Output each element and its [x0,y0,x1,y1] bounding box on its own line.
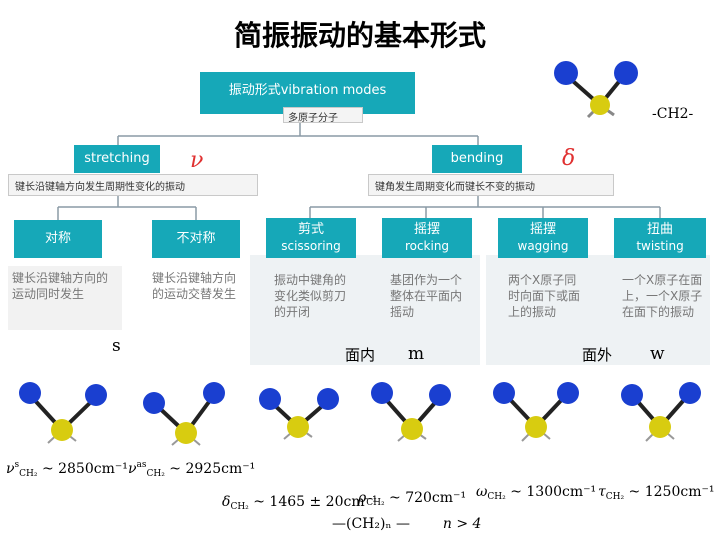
bending-note-text: 键角发生周期变化而键长不变的振动 [375,182,535,193]
formula-rho: ρCH₂ ~ 720cm⁻¹ [358,490,467,508]
wagging-desc: 两个X原子同时向面下或面上的振动 [508,273,581,319]
asym-desc: 键长沿键轴方向的运动交替发生 [152,271,237,301]
nu-symbol: ν [190,148,204,173]
formula-nu-s: νsCH₂ ~ 2850cm⁻¹ [6,460,128,479]
root-note-text: 多原子分子 [288,113,338,124]
wagging-cn: 摇摆 [529,222,556,237]
twisting-node: 扭曲 twisting [614,218,706,258]
formula-delta-value: ~ 1465 ± 20cm⁻¹ [253,494,378,510]
formula-chain: —(CH₂)ₙ — n > 4 [332,516,481,532]
formula-delta: δCH₂ ~ 1465 ± 20cm⁻¹ [222,494,378,512]
bending-note: 键角发生周期变化而键长不变的振动 [368,174,614,196]
formula-nu-as-value: ~ 2925cm⁻¹ [169,461,256,477]
molecule-rocking [371,382,451,442]
formula-tau: τCH₂ ~ 1250cm⁻¹ [598,484,715,502]
formula-rho-value: ~ 720cm⁻¹ [389,490,467,506]
stretching-note: 键长沿键轴方向发生周期性变化的振动 [8,174,258,196]
molecule-asym-stretch [143,382,225,446]
rocking-cn: 摇摆 [413,222,440,237]
ch2-label: -CH2- [652,106,694,122]
rocking-node: 摇摆 rocking [382,218,472,258]
root-label: 振动形式vibration modes [228,83,387,98]
label-out-plane: 面外 [582,346,613,364]
label-w: w [650,344,665,364]
out-plane-panel [486,255,710,365]
scissoring-node: 剪式 scissoring [266,218,356,258]
bending-node: bending [432,145,522,173]
twisting-en: twisting [636,239,684,253]
formula-omega-value: ~ 1300cm⁻¹ [510,484,597,500]
twisting-desc: 一个X原子在面上，一个X原子在面下的振动 [622,273,703,319]
asym-label: 不对称 [176,231,216,246]
page-title: 简振振动的基本形式 [233,19,486,52]
formula-chain-text: —(CH₂)ₙ — [332,516,410,532]
twisting-cn: 扭曲 [646,222,673,237]
formula-nu-as: νasCH₂ ~ 2925cm⁻¹ [128,460,256,479]
stretching-node: stretching [74,145,160,173]
in-plane-panel [250,255,480,365]
wagging-node: 摇摆 wagging [498,218,588,258]
molecule-sym-stretch [19,382,107,444]
sym-desc: 键长沿键轴方向的运动同时发生 [8,266,122,330]
root-note: 多原子分子 [283,107,363,124]
label-m: m [408,344,425,364]
label-in-plane: 面内 [345,346,376,364]
bending-label: bending [450,151,504,166]
formula-chain-cond: n > 4 [442,516,482,532]
molecule-scissoring [259,388,339,440]
ch2-molecule-top [554,61,638,119]
formula-nu-s-value: ~ 2850cm⁻¹ [41,461,128,477]
stretching-note-text: 键长沿键轴方向发生周期性变化的振动 [15,182,185,193]
formula-omega: ωCH₂ ~ 1300cm⁻¹ [476,484,597,502]
sym-label: 对称 [44,231,71,246]
delta-symbol: δ [562,146,576,171]
scissoring-desc: 振动中键角的变化类似剪刀的开闭 [274,273,347,319]
molecule-twisting [621,382,701,442]
label-s: s [112,336,121,356]
rocking-desc: 基团作为一个整体在平面内摇动 [390,273,463,319]
scissoring-en: scissoring [281,239,341,253]
rocking-en: rocking [404,239,450,253]
molecule-wagging [493,382,579,442]
molecule-row [19,382,701,446]
sym-node: 对称 [14,220,102,258]
formula-tau-value: ~ 1250cm⁻¹ [628,484,715,500]
scissoring-cn: 剪式 [297,222,324,237]
stretching-label: stretching [84,151,150,166]
asym-node: 不对称 [152,220,240,258]
wagging-en: wagging [517,239,569,253]
